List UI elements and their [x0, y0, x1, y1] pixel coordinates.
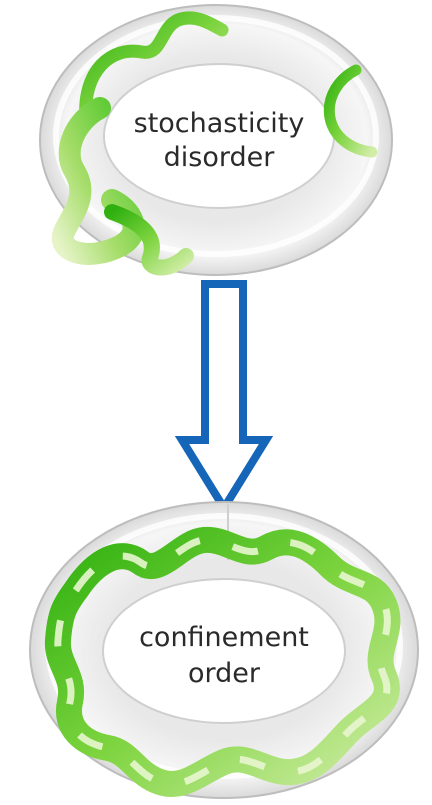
top-torus-label-line2: disorder [164, 142, 276, 173]
down-arrow-shape [182, 284, 266, 508]
bottom-torus-label-line2: order [188, 658, 261, 689]
bottom-torus-label-line1: confinement [139, 622, 309, 653]
top-torus-label-line1: stochasticity [134, 108, 305, 139]
bottom-torus: confinement order [30, 502, 418, 798]
top-torus: stochasticity disorder [40, 5, 392, 275]
down-arrow [182, 284, 266, 508]
